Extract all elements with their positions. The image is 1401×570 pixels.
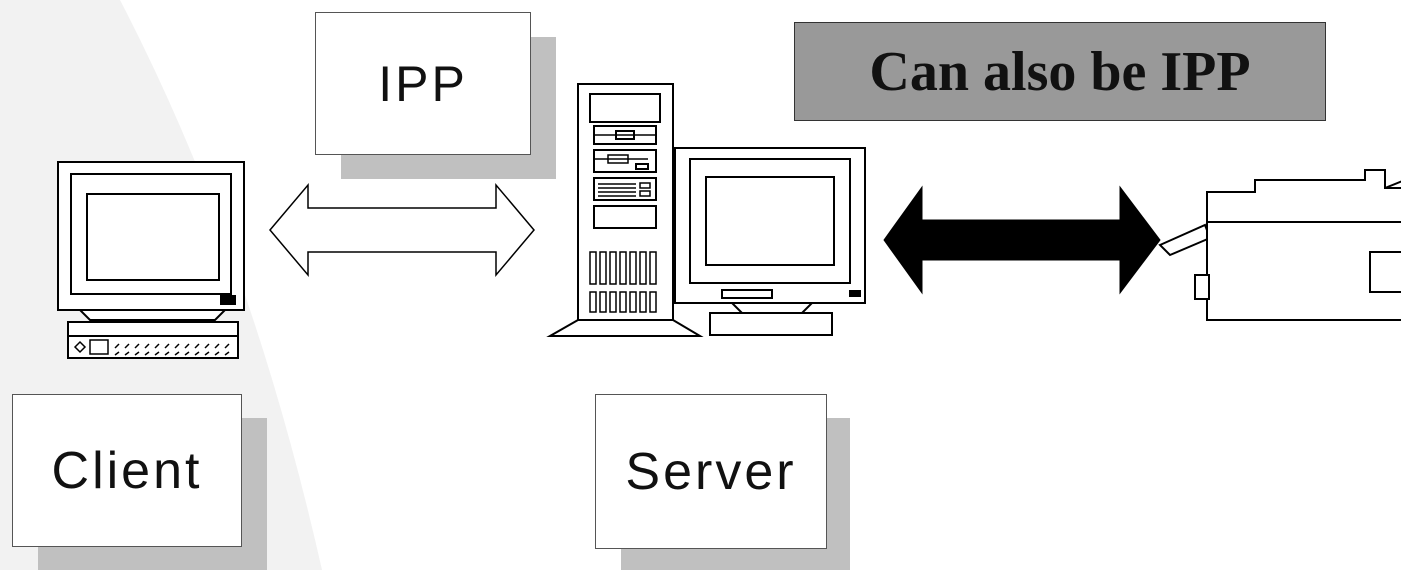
double-outline-arrow-icon (269, 182, 535, 278)
server-label: Server (595, 394, 827, 549)
desktop-computer-icon (57, 161, 245, 359)
server-label-box: Server (595, 394, 850, 570)
printer-icon (1158, 169, 1401, 321)
ipp-label: IPP (315, 12, 531, 155)
double-solid-arrow-icon (883, 185, 1161, 295)
monitor-icon (674, 147, 866, 336)
client-label: Client (12, 394, 242, 547)
tower-server-icon (546, 83, 704, 337)
ipp-label-box: IPP (315, 12, 556, 179)
client-label-box: Client (12, 394, 267, 570)
note-can-also-be-ipp: Can also be IPP (794, 22, 1326, 121)
